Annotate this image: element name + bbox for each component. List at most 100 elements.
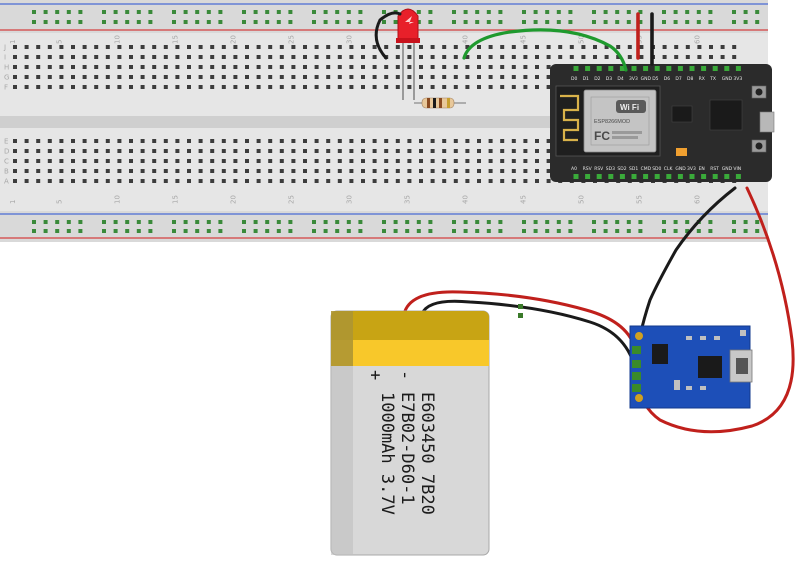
breadboard-hole bbox=[384, 149, 389, 153]
breadboard-hole bbox=[511, 169, 516, 173]
rail-hole bbox=[253, 220, 258, 224]
rail-hole bbox=[556, 220, 561, 224]
breadboard-hole bbox=[187, 139, 191, 143]
rail-hole bbox=[755, 10, 760, 14]
breadboard-hole bbox=[152, 169, 157, 173]
breadboard-hole bbox=[245, 75, 249, 79]
breadboard-hole bbox=[535, 169, 539, 173]
rail-hole bbox=[335, 220, 340, 224]
breadboard-hole bbox=[24, 65, 29, 69]
rail-hole bbox=[486, 10, 491, 14]
rail-hole bbox=[626, 229, 631, 233]
nodemcu-pin bbox=[712, 174, 718, 179]
battery-line3: 1000mAh 3.7V bbox=[377, 392, 397, 515]
rail-hole bbox=[125, 20, 130, 24]
breadboard-hole bbox=[24, 85, 29, 89]
breadboard-hole bbox=[732, 45, 737, 49]
breadboard-hole bbox=[210, 55, 215, 59]
breadboard-hole bbox=[395, 149, 400, 153]
nodemcu-pin bbox=[677, 66, 683, 71]
breadboard-hole bbox=[36, 65, 41, 69]
breadboard-hole bbox=[47, 45, 52, 49]
rail-hole bbox=[55, 10, 60, 14]
breadboard-hole bbox=[210, 85, 215, 89]
column-number: 40 bbox=[461, 195, 469, 204]
pin-label: RST bbox=[710, 166, 719, 172]
breadboard-hole bbox=[442, 139, 447, 143]
nodemcu-pin bbox=[585, 66, 591, 71]
breadboard-hole bbox=[187, 159, 191, 163]
breadboard-hole bbox=[453, 45, 458, 49]
breadboard-hole bbox=[163, 169, 168, 173]
breadboard-hole bbox=[372, 45, 377, 49]
rail-hole bbox=[125, 220, 130, 224]
rail-hole bbox=[662, 229, 666, 233]
breadboard-hole bbox=[245, 65, 249, 69]
resistor bbox=[414, 97, 466, 109]
column-number: 25 bbox=[287, 195, 295, 204]
breadboard-hole bbox=[430, 179, 435, 183]
breadboard-hole bbox=[129, 85, 133, 89]
nodemcu-pin bbox=[619, 174, 625, 179]
breadboard-hole bbox=[187, 169, 191, 173]
breadboard-hole bbox=[256, 159, 261, 163]
breadboard-hole bbox=[511, 149, 516, 153]
pin-label: D1 bbox=[583, 76, 589, 82]
rail-hole bbox=[592, 20, 596, 24]
breadboard-hole bbox=[245, 55, 249, 59]
rail-hole bbox=[685, 229, 690, 233]
breadboard-hole bbox=[511, 75, 516, 79]
rail-hole bbox=[265, 220, 270, 224]
breadboard-hole bbox=[488, 169, 493, 173]
rail-hole bbox=[78, 10, 83, 14]
rail-hole bbox=[556, 20, 561, 24]
breadboard-hole bbox=[384, 65, 389, 69]
breadboard-hole bbox=[361, 45, 365, 49]
breadboard-hole bbox=[71, 149, 75, 153]
breadboard-hole bbox=[59, 159, 64, 163]
breadboard-hole bbox=[291, 75, 296, 79]
rail-hole bbox=[218, 220, 223, 224]
breadboard-hole bbox=[326, 169, 331, 173]
breadboard-hole bbox=[349, 149, 354, 153]
rail-hole bbox=[522, 220, 526, 224]
rail-hole bbox=[55, 220, 60, 224]
battery-plus: + bbox=[365, 370, 385, 380]
breadboard-hole bbox=[140, 45, 145, 49]
breadboard-hole bbox=[36, 149, 41, 153]
rail-hole bbox=[463, 20, 468, 24]
breadboard-hole bbox=[105, 139, 110, 143]
breadboard-hole bbox=[303, 179, 307, 183]
breadboard-hole bbox=[314, 65, 319, 69]
breadboard-hole bbox=[349, 45, 354, 49]
rail-hole bbox=[428, 20, 433, 24]
breadboard-hole bbox=[245, 149, 249, 153]
rail-hole bbox=[102, 10, 106, 14]
breadboard-hole bbox=[523, 75, 528, 79]
breadboard-hole bbox=[94, 75, 99, 79]
nodemcu-pin bbox=[666, 174, 672, 179]
rail-hole bbox=[66, 229, 71, 233]
rail-hole bbox=[382, 20, 386, 24]
rail-hole bbox=[452, 20, 456, 24]
column-number: 50 bbox=[577, 195, 585, 204]
breadboard-hole bbox=[163, 45, 168, 49]
column-number: 60 bbox=[693, 35, 701, 44]
column-number: 30 bbox=[345, 35, 353, 44]
breadboard-hole bbox=[256, 75, 261, 79]
rail-hole bbox=[183, 10, 188, 14]
breadboard-hole bbox=[152, 149, 157, 153]
pin-label: SD2 bbox=[617, 166, 626, 172]
breadboard-hole bbox=[175, 75, 180, 79]
breadboard-hole bbox=[407, 169, 412, 173]
breadboard-hole bbox=[117, 179, 122, 183]
breadboard-hole bbox=[163, 85, 168, 89]
breadboard-hole bbox=[419, 179, 423, 183]
red-wire-charger-to-board bbox=[636, 186, 795, 434]
rail-hole bbox=[125, 10, 130, 14]
breadboard-hole bbox=[59, 55, 64, 59]
breadboard-hole bbox=[59, 75, 64, 79]
rail-hole bbox=[265, 20, 270, 24]
breadboard-hole bbox=[314, 169, 319, 173]
pin-label: D3 bbox=[606, 76, 612, 82]
